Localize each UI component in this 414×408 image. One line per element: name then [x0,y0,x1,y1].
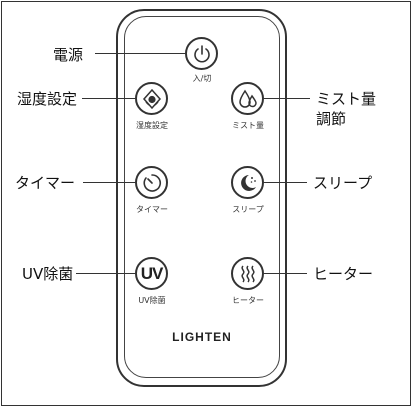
timer-button[interactable] [135,166,168,199]
heater-button[interactable] [231,257,264,290]
mist-callout-line1: ミスト量 [316,90,377,108]
uv-text-icon: UV [140,263,164,283]
humidity-button[interactable] [135,82,168,115]
uv-callout: UV除菌 [22,265,74,283]
humidity-setting-icon [142,88,161,109]
timer-sub-label: タイマー [136,205,168,214]
humidity-callout: 湿度設定 [17,90,78,108]
uv-callout-line [76,273,135,274]
sleep-callout: スリープ [313,174,373,192]
heater-callout: ヒーター [313,265,374,283]
sleep-sub-label: スリープ [232,205,264,214]
mist-button[interactable] [231,82,264,115]
heater-sub-label: ヒーター [232,296,264,305]
sleep-callout-line [264,182,307,183]
uv-button[interactable]: UV [135,257,168,290]
brand-logo: LIGHTEN [172,330,232,344]
uv-sub-label: UV除菌 [138,296,166,305]
humidity-callout-line [82,98,135,99]
power-button[interactable] [185,37,218,70]
timer-callout-line [83,182,135,183]
humidity-sub-label: 湿度設定 [136,121,168,130]
remote-control-face [124,16,280,378]
heater-callout-line [264,273,307,274]
timer-callout: タイマー [15,174,76,192]
power-callout: 電源 [53,46,84,64]
heat-waves-icon [240,264,255,283]
power-icon [193,44,210,62]
power-callout-line [95,53,185,54]
mist-callout-line [264,98,310,99]
timer-clock-icon [142,173,161,192]
power-sub-label: 入/切 [192,74,212,83]
moon-stars-icon [240,174,256,191]
mist-callout-line2: 調節 [316,110,347,128]
sleep-button[interactable] [231,166,264,199]
mist-sub-label: ミスト量 [232,121,264,130]
mist-droplets-icon [238,89,257,108]
remote-control-outline [116,9,287,387]
